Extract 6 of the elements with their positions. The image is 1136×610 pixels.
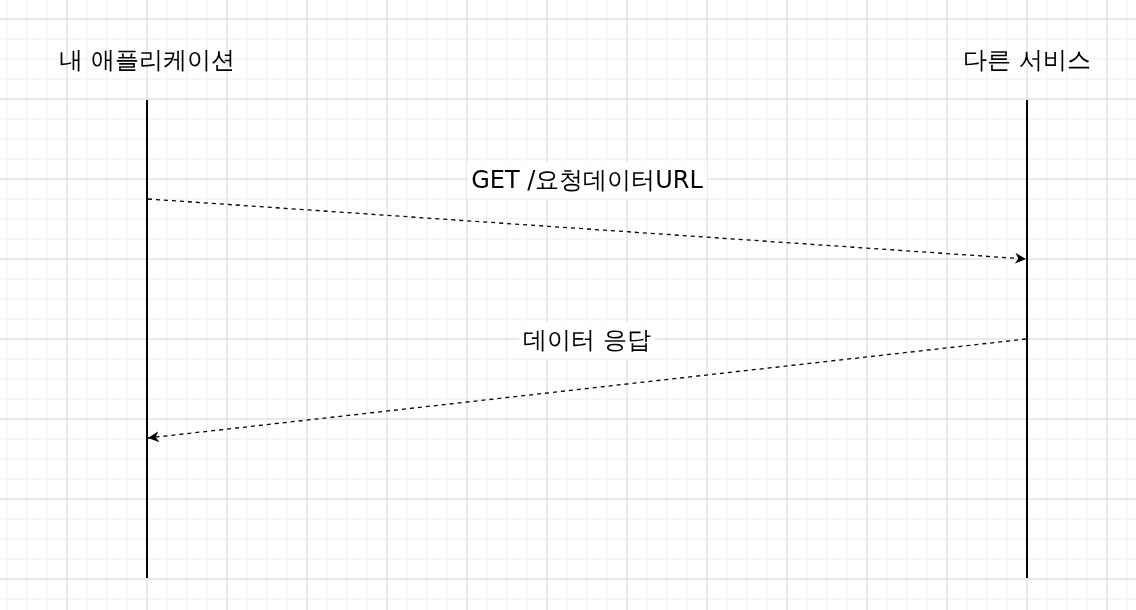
dashed-arrow: [147, 338, 1027, 443]
participant-label: 다른 서비스: [963, 45, 1091, 76]
edge-label: GET /요청데이터URL: [467, 162, 707, 198]
edge-label: 데이터 응답: [519, 322, 655, 358]
participant-label: 내 애플리케이션: [59, 45, 235, 76]
dashed-arrow: [147, 198, 1027, 264]
